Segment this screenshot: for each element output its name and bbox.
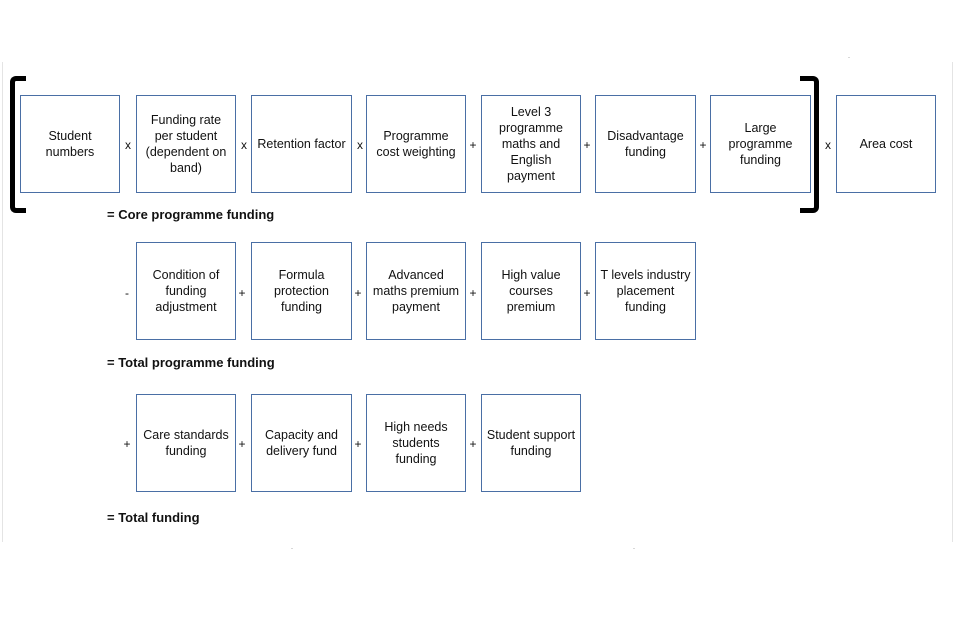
result-core-programme-funding: = Core programme funding [107,207,275,222]
operator-multiply: x [357,138,363,152]
operator-plus: + [583,286,591,300]
operator-plus: + [354,437,362,451]
box-area-cost: Area cost [836,95,936,193]
operator-plus: + [238,286,246,300]
operator-plus: + [469,437,477,451]
box-condition-of-funding: Condition of funding adjustment [136,242,236,340]
operator-multiply: x [125,138,131,152]
operator-multiply: x [241,138,247,152]
speck [633,548,635,549]
box-student-support: Student support funding [481,394,581,492]
operator-plus: + [583,138,591,152]
box-t-levels-placement: T levels industry placement funding [595,242,696,340]
box-funding-rate: Funding rate per student (dependent on b… [136,95,236,193]
operator-plus: + [699,138,707,152]
box-care-standards: Care standards funding [136,394,236,492]
result-total-programme-funding: = Total programme funding [107,355,275,370]
box-high-value-courses: High value courses premium [481,242,581,340]
box-capacity-delivery-fund: Capacity and delivery fund [251,394,352,492]
operator-multiply: x [825,138,831,152]
box-programme-cost-weighting: Programme cost weighting [366,95,466,193]
box-disadvantage-funding: Disadvantage funding [595,95,696,193]
left-bracket [10,76,26,213]
box-level3-maths-english: Level 3 programme maths and English paym… [481,95,581,193]
right-bracket [800,76,819,213]
box-formula-protection: Formula protection funding [251,242,352,340]
operator-plus: + [123,437,131,451]
right-edge-line [952,62,953,542]
box-high-needs-students: High needs students funding [366,394,466,492]
speck [848,57,850,58]
box-advanced-maths-premium: Advanced maths premium payment [366,242,466,340]
box-large-programme-funding: Large programme funding [710,95,811,193]
speck [291,548,293,549]
box-student-numbers: Student numbers [20,95,120,193]
operator-minus: - [125,286,129,300]
operator-plus: + [469,286,477,300]
left-edge-line [2,62,3,542]
operator-plus: + [238,437,246,451]
operator-plus: + [354,286,362,300]
operator-plus: + [469,138,477,152]
result-total-funding: = Total funding [107,510,200,525]
box-retention-factor: Retention factor [251,95,352,193]
